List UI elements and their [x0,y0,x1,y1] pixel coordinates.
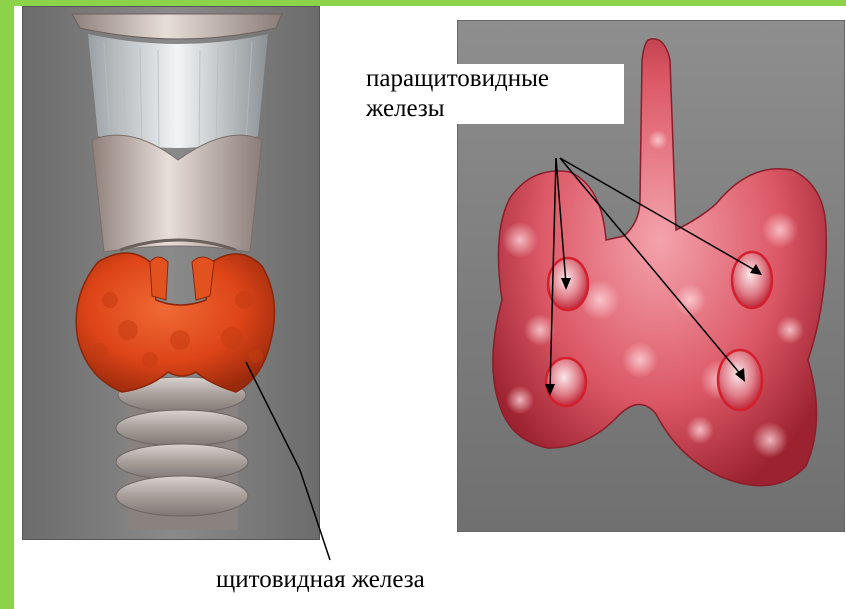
parathyroid-label: паращитовидные железы [362,64,624,124]
thyroid-label: щитовидная железа [212,565,429,595]
thyroid-gland-shape [76,253,274,392]
parathyroid-label-line1: паращитовидные [366,64,620,94]
thyroid-pointer-line [246,362,330,560]
parathyroid-label-line2: железы [366,94,620,124]
